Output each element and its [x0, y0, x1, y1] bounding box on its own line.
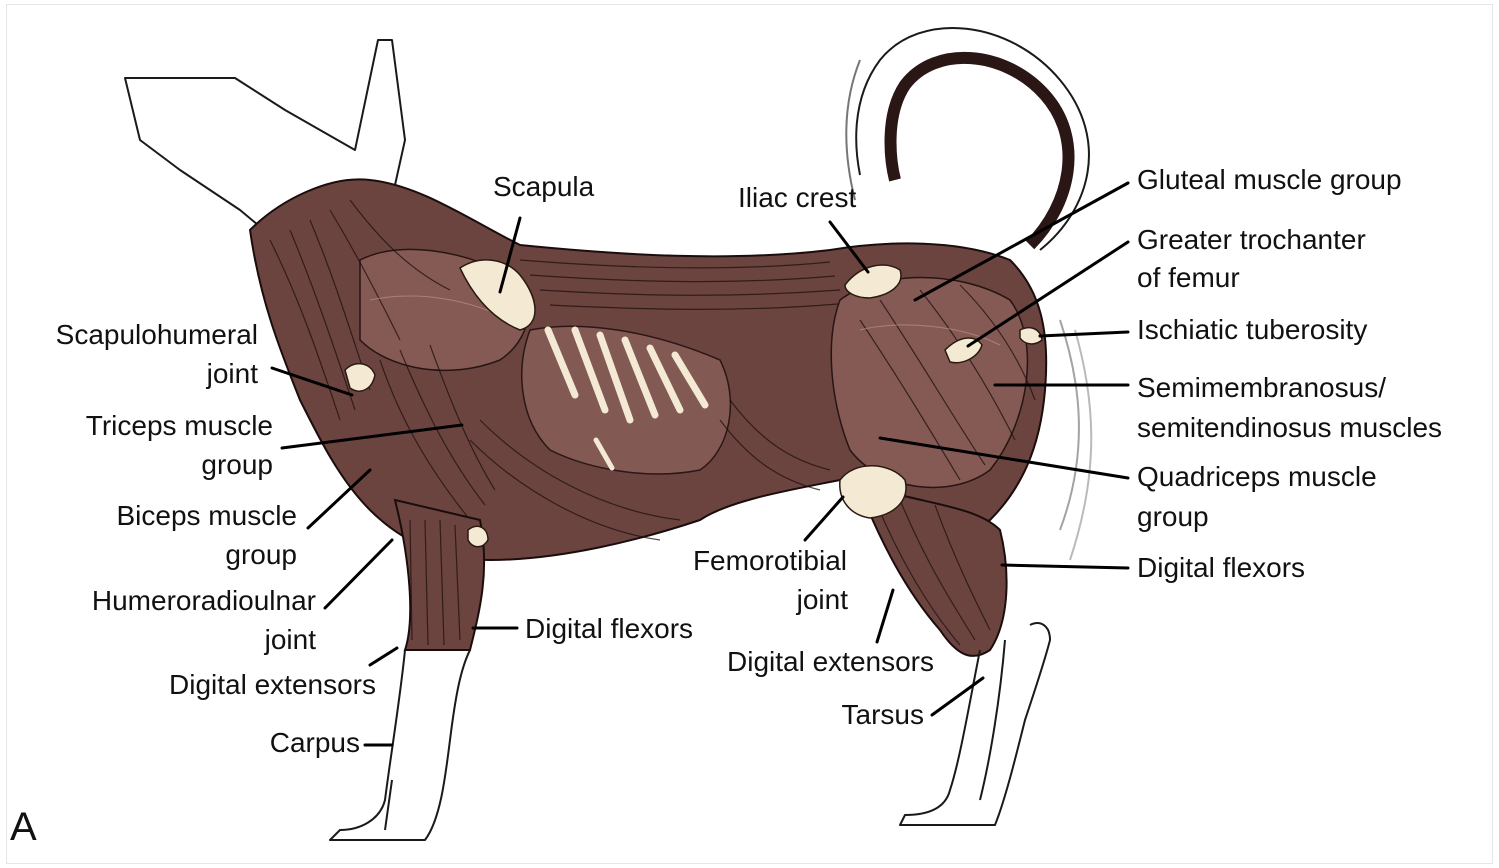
- leader-tarsus: [932, 678, 983, 715]
- label-gluteal: Gluteal muscle group: [1137, 164, 1402, 195]
- panel-letter: A: [10, 805, 37, 849]
- label-carpus: Carpus: [270, 727, 360, 758]
- label-triceps-2: group: [201, 449, 273, 480]
- label-biceps-2: group: [225, 539, 297, 570]
- label-iliac-crest: Iliac crest: [738, 182, 856, 213]
- label-semimembranosus-2: semitendinosus muscles: [1137, 412, 1442, 443]
- label-femorotibial-1: Femorotibial: [693, 545, 847, 576]
- label-ischiatic: Ischiatic tuberosity: [1137, 314, 1367, 345]
- label-scapulohumeral-1: Scapulohumeral: [56, 319, 258, 350]
- label-biceps-1: Biceps muscle: [116, 500, 297, 531]
- label-scapulohumeral-2: joint: [206, 358, 259, 389]
- label-semimembranosus-1: Semimembranosus/: [1137, 372, 1386, 403]
- label-digital-extensors-fore: Digital extensors: [169, 669, 376, 700]
- leader-digital-extensors-hind: [877, 590, 893, 642]
- humeroradioulnar-bone: [468, 526, 488, 546]
- label-tarsus: Tarsus: [842, 699, 924, 730]
- label-humeroradioulnar-2: joint: [264, 624, 317, 655]
- label-triceps-1: Triceps muscle: [86, 410, 273, 441]
- label-humeroradioulnar-1: Humeroradioulnar: [92, 585, 316, 616]
- leader-femorotibial: [805, 497, 843, 540]
- leader-humeroradioulnar: [325, 540, 392, 608]
- label-digital-flexors-fore: Digital flexors: [525, 613, 693, 644]
- leader-digital-extensors-fore: [370, 648, 397, 665]
- label-greater-trochanter-2: of femur: [1137, 262, 1240, 293]
- label-scapula: Scapula: [493, 171, 595, 202]
- leader-digital-flexors-hind: [1002, 565, 1128, 568]
- label-femorotibial-2: joint: [796, 584, 849, 615]
- label-quadriceps-1: Quadriceps muscle: [1137, 461, 1377, 492]
- label-quadriceps-2: group: [1137, 501, 1209, 532]
- label-greater-trochanter-1: Greater trochanter: [1137, 224, 1366, 255]
- leader-ischiatic: [1040, 332, 1128, 336]
- label-digital-flexors-hind: Digital flexors: [1137, 552, 1305, 583]
- label-digital-extensors-hind: Digital extensors: [727, 646, 934, 677]
